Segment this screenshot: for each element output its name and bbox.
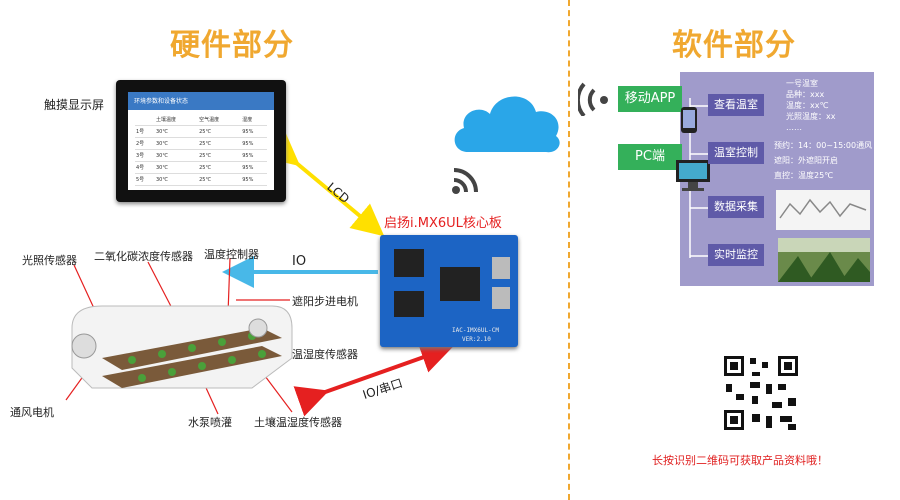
software-title: 软件部分 bbox=[672, 28, 796, 63]
io-connection-label: IO bbox=[292, 254, 307, 269]
live-monitor-button[interactable]: 实时监控 bbox=[708, 244, 764, 266]
greenhouse-info: 一号温室 品种：xxx 温度：xx℃ 光照温度：xx …… bbox=[786, 79, 836, 132]
monitor-icon bbox=[676, 160, 710, 191]
wifi-icon bbox=[578, 82, 608, 116]
lcd-link-arrow bbox=[265, 133, 385, 237]
section-divider bbox=[568, 0, 570, 500]
board-version: VER:2.10 bbox=[462, 336, 491, 343]
lcd-label: 触摸显示屏 bbox=[44, 98, 105, 112]
camera-feed-thumbnail bbox=[778, 238, 870, 282]
lcd-screen-title: 环境参数和设备状态 bbox=[128, 92, 274, 110]
pc-button[interactable]: PC端 bbox=[618, 144, 682, 170]
board-title: 启扬i.MX6UL核心板 bbox=[384, 216, 502, 231]
cloud-icon bbox=[454, 96, 560, 153]
fan-motor-label: 通风电机 bbox=[10, 406, 54, 419]
light-sensor-label: 光照传感器 bbox=[22, 254, 77, 267]
qr-code bbox=[722, 354, 800, 432]
greenhouse-illustration bbox=[71, 305, 293, 389]
greenhouse-control-button[interactable]: 温室控制 bbox=[708, 142, 764, 164]
board-silkscreen: IAC-IMX6UL-CM bbox=[452, 327, 499, 334]
shade-motor-label: 遮阳步进电机 bbox=[292, 295, 358, 308]
hardware-title: 硬件部分 bbox=[170, 28, 294, 63]
qr-note: 长按识别二维码可获取产品资料哦！ bbox=[652, 454, 828, 467]
wifi-icon bbox=[452, 168, 478, 194]
serial-arrow bbox=[293, 342, 454, 417]
temp-controller-label: 温度控制器 bbox=[204, 248, 259, 261]
view-greenhouse-button[interactable]: 查看温室 bbox=[708, 94, 764, 116]
data-chart-thumbnail bbox=[776, 190, 870, 230]
core-board: IAC-IMX6UL-CM VER:2.10 bbox=[380, 235, 518, 347]
humidity-sensor-label: 温湿度传感器 bbox=[292, 348, 358, 361]
phone-icon bbox=[681, 107, 697, 133]
soil-sensor-label: 土壤温湿度传感器 bbox=[254, 416, 342, 429]
control-info: 预约：14：00~15:00通风 遮阳：外遮阳开启 直控：温度25℃ bbox=[774, 141, 873, 180]
mobile-app-button[interactable]: 移动APP bbox=[618, 86, 682, 112]
data-collection-button[interactable]: 数据采集 bbox=[708, 196, 764, 218]
co2-sensor-label: 二氧化碳浓度传感器 bbox=[94, 250, 193, 263]
pump-label: 水泵喷灌 bbox=[188, 416, 232, 429]
